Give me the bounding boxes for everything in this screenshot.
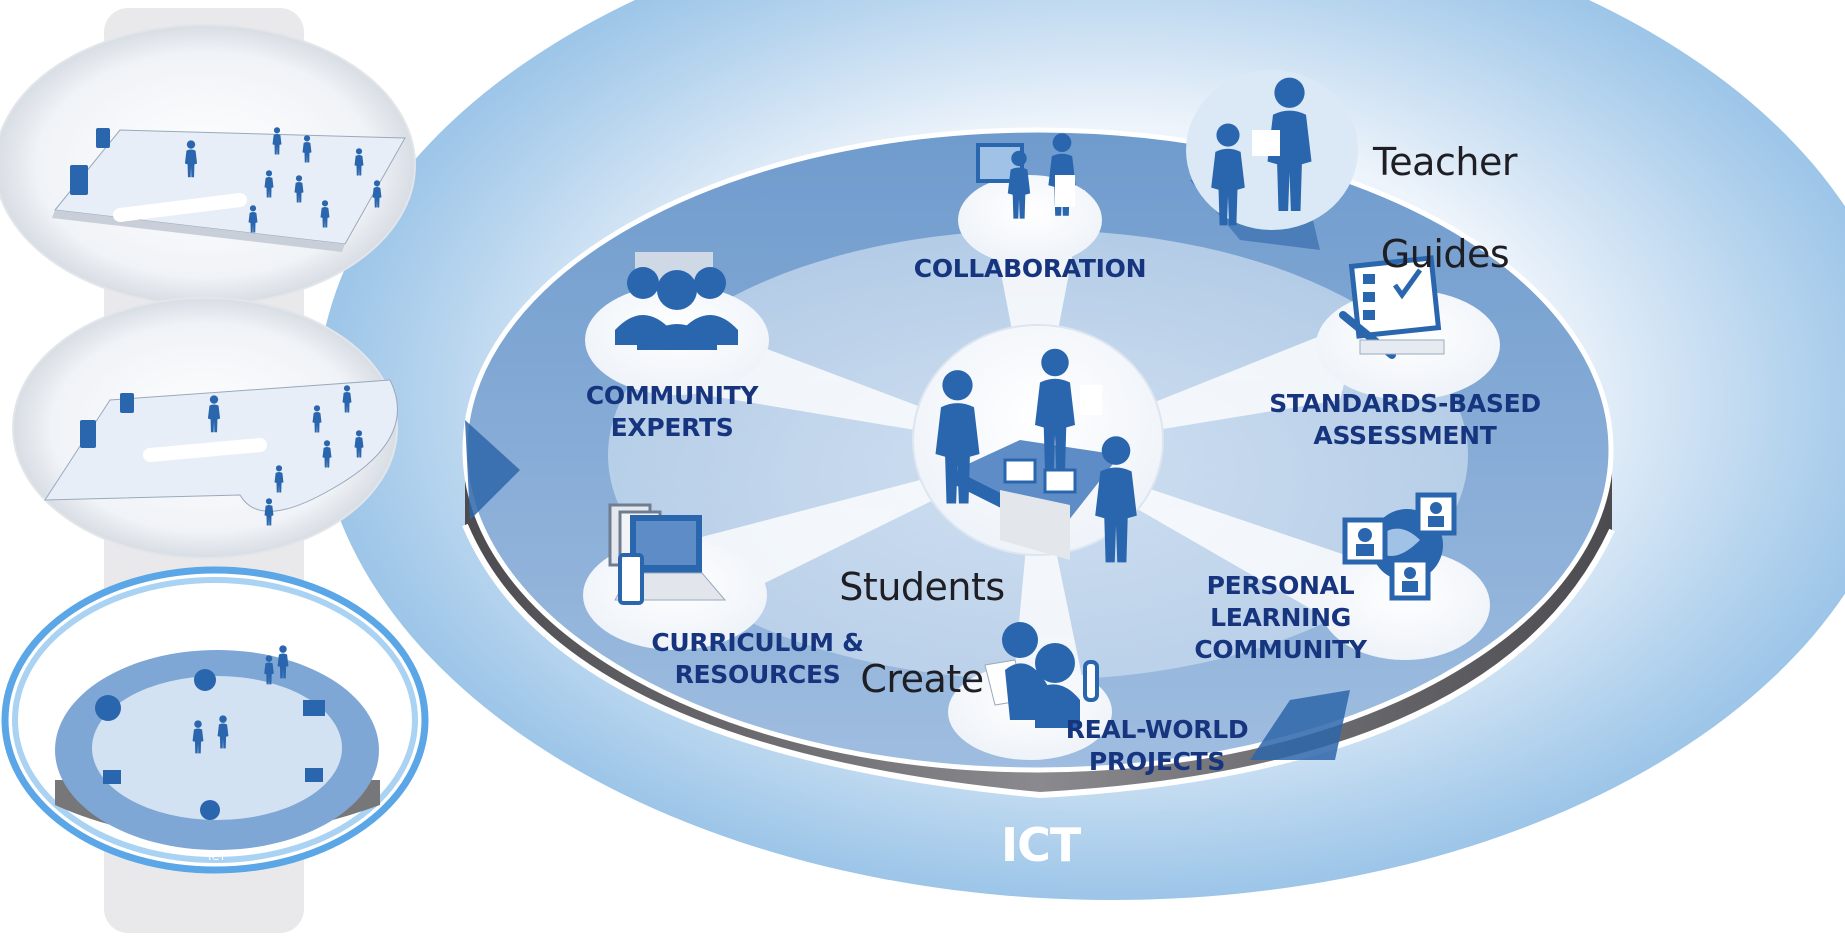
thumbnail-students-create[interactable]: ICT <box>1 566 429 874</box>
center-line2: Create <box>860 657 984 701</box>
label-personal-learning-community: PERSONAL LEARNING COMMUNITY <box>1194 571 1367 664</box>
center-label: Students Create <box>832 518 1012 702</box>
teacher-line2: Guides <box>1380 232 1510 276</box>
label-collaboration: COLLABORATION <box>913 254 1147 283</box>
label-standards-based-assessment: STANDARDS-BASED ASSESSMENT <box>1269 389 1541 450</box>
project-icon <box>984 622 1099 728</box>
thumbnail-teacher-directs[interactable] <box>0 24 416 306</box>
collaboration-icon <box>976 133 1076 219</box>
thumbnail-students-collaborate[interactable] <box>12 297 398 559</box>
curriculum-icon <box>608 503 727 605</box>
teacher-line1: Teacher <box>1373 140 1517 184</box>
globe-contacts-icon <box>1342 492 1457 601</box>
label-community-experts: COMMUNITY EXPERTS <box>585 381 759 442</box>
label-curriculum-resources: CURRICULUM & RESOURCES <box>651 628 864 689</box>
label-real-world-projects: REAL-WORLD PROJECTS <box>1065 715 1249 776</box>
ict-label: ICT <box>1001 818 1081 872</box>
checklist-icon <box>1339 255 1445 359</box>
center-line1: Students <box>839 565 1005 609</box>
svg-text:ICT: ICT <box>208 850 226 863</box>
group-icon <box>615 252 738 350</box>
teacher-guides-icon <box>1211 77 1312 226</box>
students-table-icon <box>935 348 1137 563</box>
teacher-guides-label: Teacher Guides <box>1360 93 1530 277</box>
